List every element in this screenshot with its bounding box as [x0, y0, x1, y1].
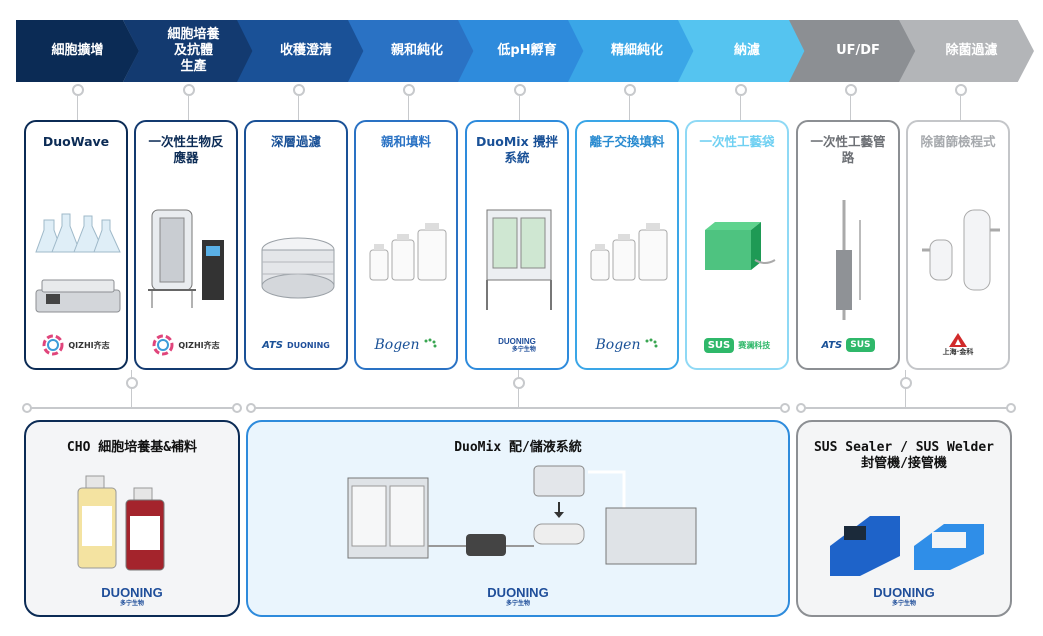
- step-cell-culture: 細胞培養 及抗體 生產: [123, 20, 254, 82]
- process-bag-image: [705, 222, 776, 270]
- divider-dot: [232, 403, 242, 413]
- step-nanofiltration: 納濾: [678, 20, 806, 82]
- connector-line: [77, 96, 78, 120]
- flask-set-image: [35, 213, 121, 313]
- connector-dot: [183, 84, 195, 96]
- product-card-sub-bioreactor: 一次性生物反應器 QIZHI齐志: [134, 120, 238, 370]
- step-harvest-clarification: 收穫澄清: [237, 20, 365, 82]
- filter-capsule-image: [922, 209, 1000, 291]
- connector-dot: [845, 84, 857, 96]
- panel-title: DuoMix 配/儲液系統: [454, 440, 582, 455]
- tubing-assembly-image: [836, 200, 861, 320]
- product-card-single-use-bag: 一次性工藝袋 SUS 赛澜科技: [685, 120, 789, 370]
- sealer-welder-image: [830, 516, 984, 576]
- connector-dot: [293, 84, 305, 96]
- product-card-affinity-resin: 親和填料 Bogen: [354, 120, 458, 370]
- step-uf-df: UF/DF: [789, 20, 917, 82]
- bogen-dots-icon: [645, 338, 658, 348]
- connector-dot: [126, 377, 138, 389]
- product-card-single-use-tubing: 一次性工藝管路 ATS SUS: [796, 120, 900, 370]
- connector-dot: [514, 84, 526, 96]
- step-sterile-filtration: 除菌過濾: [899, 20, 1034, 82]
- connector-dot: [955, 84, 967, 96]
- depth-filter-image: [261, 237, 335, 299]
- panel-title: SUS Sealer / SUS Welder 封管機/接管機: [813, 440, 994, 471]
- brand-logo: 上海·金科: [912, 330, 1004, 360]
- product-title: 親和填料: [380, 134, 431, 149]
- product-card-ion-exchange-resin: 離子交換填料 Bogen: [575, 120, 679, 370]
- product-title: 離子交換填料: [589, 134, 665, 149]
- bioreactor-image: [148, 209, 224, 308]
- connector-line: [188, 96, 189, 120]
- connector-dot: [72, 84, 84, 96]
- mixing-system-image: [486, 209, 552, 310]
- step-cell-expansion: 細胞擴增: [16, 20, 139, 82]
- step-affinity-purification: 親和純化: [348, 20, 476, 82]
- connector-line: [519, 96, 520, 120]
- product-title: 一次性工藝袋: [699, 134, 775, 149]
- brand-logo: Bogen: [360, 330, 452, 360]
- brand-logo: ATS DUONING: [262, 339, 330, 351]
- product-title: 一次性工藝管路: [810, 134, 886, 165]
- connector-line: [298, 96, 299, 120]
- divider-dot: [246, 403, 256, 413]
- product-title: DuoWave: [42, 134, 110, 149]
- divider-dot: [1006, 403, 1016, 413]
- divider-line: [800, 407, 1012, 409]
- connector-line: [408, 96, 409, 120]
- divider-line: [26, 407, 238, 409]
- connector-line: [850, 96, 851, 120]
- divider-line: [250, 407, 784, 409]
- product-card-sterile-filter: 除菌篩檢程式 上海·金科: [906, 120, 1010, 370]
- qizhi-logo-icon: [152, 334, 174, 356]
- jinke-logo-icon: [949, 333, 967, 347]
- product-card-duowave: DuoWave QIZHI齐志: [24, 120, 128, 370]
- step-polishing: 精細純化: [568, 20, 696, 82]
- divider-dot: [796, 403, 806, 413]
- step-low-ph-incubation: 低pH孵育: [458, 20, 586, 82]
- connector-dot: [513, 377, 525, 389]
- product-title: DuoMix 攪拌系統: [475, 134, 558, 165]
- connector-dot: [403, 84, 415, 96]
- product-title: 一次性生物反應器: [148, 134, 224, 165]
- mixing-storage-workflow-image: [347, 465, 697, 565]
- brand-logo: QIZHI齐志: [140, 330, 232, 360]
- connector-line: [629, 96, 630, 120]
- product-title: 除菌篩檢程式: [920, 134, 996, 149]
- divider-dot: [22, 403, 32, 413]
- connector-line: [960, 96, 961, 120]
- resin-bottles-image: [369, 223, 447, 281]
- brand-logo: QIZHI齐志: [30, 330, 122, 360]
- divider-dot: [780, 403, 790, 413]
- connector-dot: [624, 84, 636, 96]
- media-bottles-image: [77, 475, 165, 571]
- connector-dot: [735, 84, 747, 96]
- product-card-depth-filtration: 深層過濾 ATS DUONING: [244, 120, 348, 370]
- resin-bottles-image: [590, 223, 668, 281]
- brand-logo: SUS 赛澜科技: [691, 330, 783, 360]
- brand-logo: Bogen: [581, 330, 673, 360]
- connector-dot: [900, 377, 912, 389]
- bogen-dots-icon: [424, 338, 437, 348]
- brand-logo: ATS SUS: [802, 330, 894, 360]
- connector-line: [740, 96, 741, 120]
- panel-title: CHO 細胞培養基&補料: [66, 440, 198, 455]
- qizhi-logo-icon: [42, 334, 64, 356]
- product-title: 深層過濾: [270, 134, 321, 149]
